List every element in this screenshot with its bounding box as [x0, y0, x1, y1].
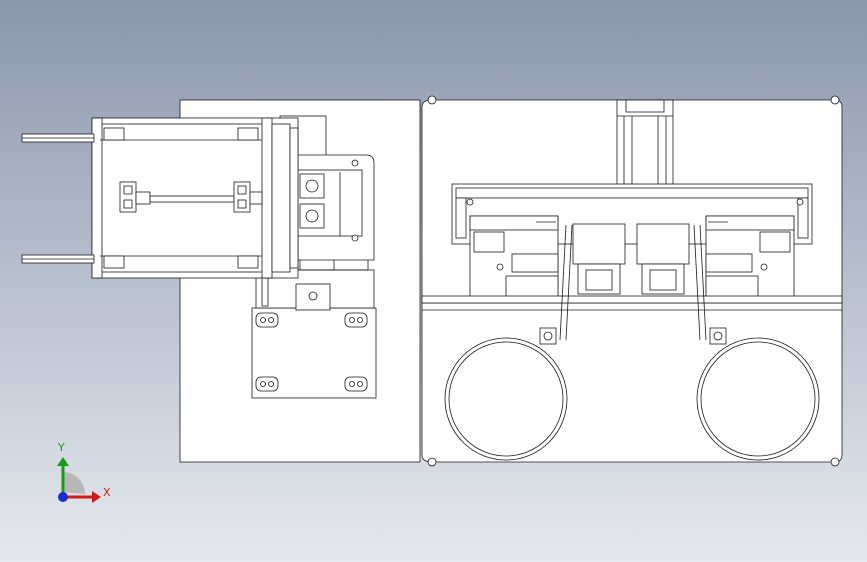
- y-axis-label: Y: [58, 441, 65, 454]
- coordinate-triad: [57, 457, 101, 503]
- cylinder-bracket: [295, 154, 375, 261]
- lower-rail: [421, 295, 843, 304]
- right-carriage: [705, 215, 795, 301]
- guide-rod-top: [21, 133, 95, 143]
- x-axis-label: X: [103, 486, 111, 499]
- motor-left: [572, 223, 626, 295]
- slide-frame: [255, 269, 375, 311]
- mounting-slot-tr: [344, 312, 368, 328]
- piston-rod: [119, 181, 263, 213]
- guide-rod-bottom: [21, 254, 95, 264]
- motor-right: [636, 223, 690, 295]
- mounting-slot-br: [344, 376, 368, 392]
- left-mounting-plate: [251, 307, 377, 399]
- mounting-slot-tl: [255, 312, 279, 328]
- left-tape-reel: [444, 224, 573, 461]
- right-tape-reel: [693, 224, 820, 461]
- mounting-slot-bl: [255, 376, 279, 392]
- left-carriage: [469, 215, 559, 301]
